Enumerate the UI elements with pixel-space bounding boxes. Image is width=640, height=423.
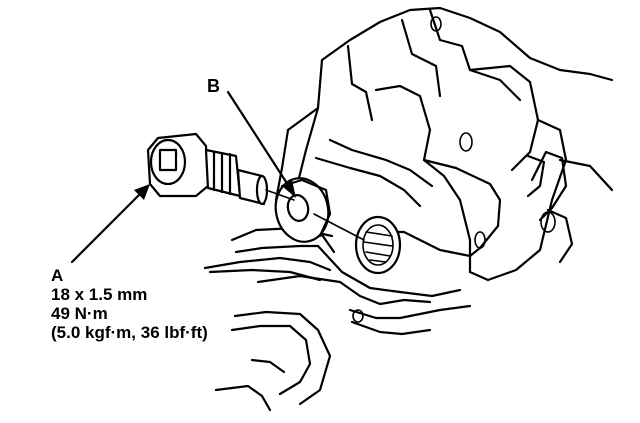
engine-housing [203, 6, 614, 412]
banjo-bolt-a [146, 132, 269, 206]
leader-lines [70, 90, 365, 264]
housing-holes [352, 16, 556, 323]
callout-label-b: B [207, 76, 220, 96]
callout-a-torque: 49 N·m [51, 304, 108, 323]
threaded-bore [354, 215, 402, 275]
callout-a-letter: A [51, 266, 64, 285]
callout-label-a: A 18 x 1.5 mm 49 N·m (5.0 kgf·m, 36 lbf·… [51, 266, 208, 342]
callout-a-torque-alt: (5.0 kgf·m, 36 lbf·ft) [51, 323, 208, 342]
callout-a-size: 18 x 1.5 mm [51, 285, 148, 304]
